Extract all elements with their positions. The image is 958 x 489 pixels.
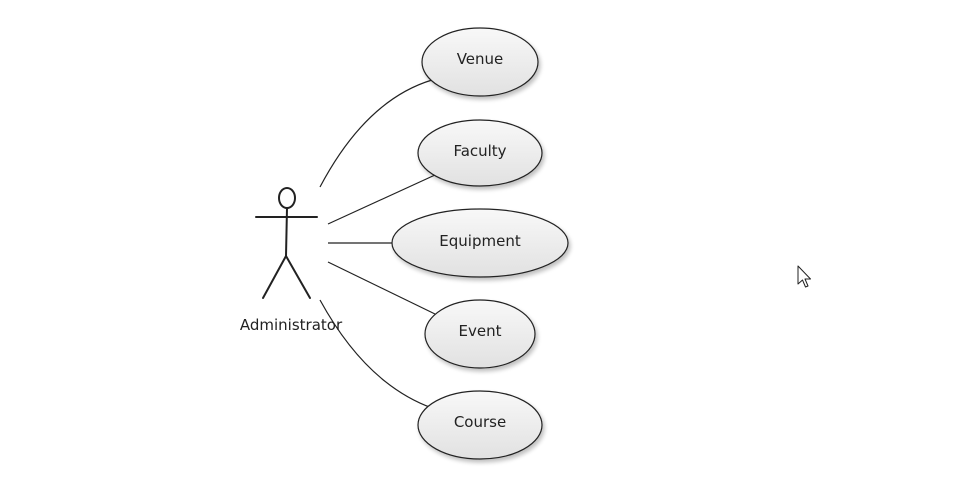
association-course[interactable]: [319, 299, 433, 409]
use-case-ellipse: [417, 119, 543, 187]
use-case-event[interactable]: Event: [424, 299, 536, 369]
use-case-label: Equipment: [439, 232, 521, 250]
actor-label: Administrator: [240, 316, 343, 334]
use-case-ellipse: [391, 208, 569, 278]
use-case-equipment[interactable]: Equipment: [391, 208, 569, 278]
use-case-ellipse: [421, 27, 539, 97]
association-venue[interactable]: [319, 79, 433, 188]
use-case-label: Venue: [457, 50, 504, 68]
use-case-label: Faculty: [453, 142, 506, 160]
use-case-label: Course: [454, 413, 506, 431]
use-case-ellipse: [424, 299, 536, 369]
use-case-course[interactable]: Course: [417, 390, 543, 460]
stick-figure-icon: [255, 187, 318, 299]
association-lines: [319, 79, 436, 409]
actor-administrator[interactable]: Administrator: [240, 187, 343, 334]
association-faculty[interactable]: [327, 174, 436, 225]
association-event[interactable]: [327, 261, 436, 315]
use-case-ellipse: [417, 390, 543, 460]
use-case-venue[interactable]: Venue: [421, 27, 539, 97]
use-case-faculty[interactable]: Faculty: [417, 119, 543, 187]
mouse-pointer-icon: [797, 265, 811, 288]
use-case-label: Event: [459, 322, 502, 340]
